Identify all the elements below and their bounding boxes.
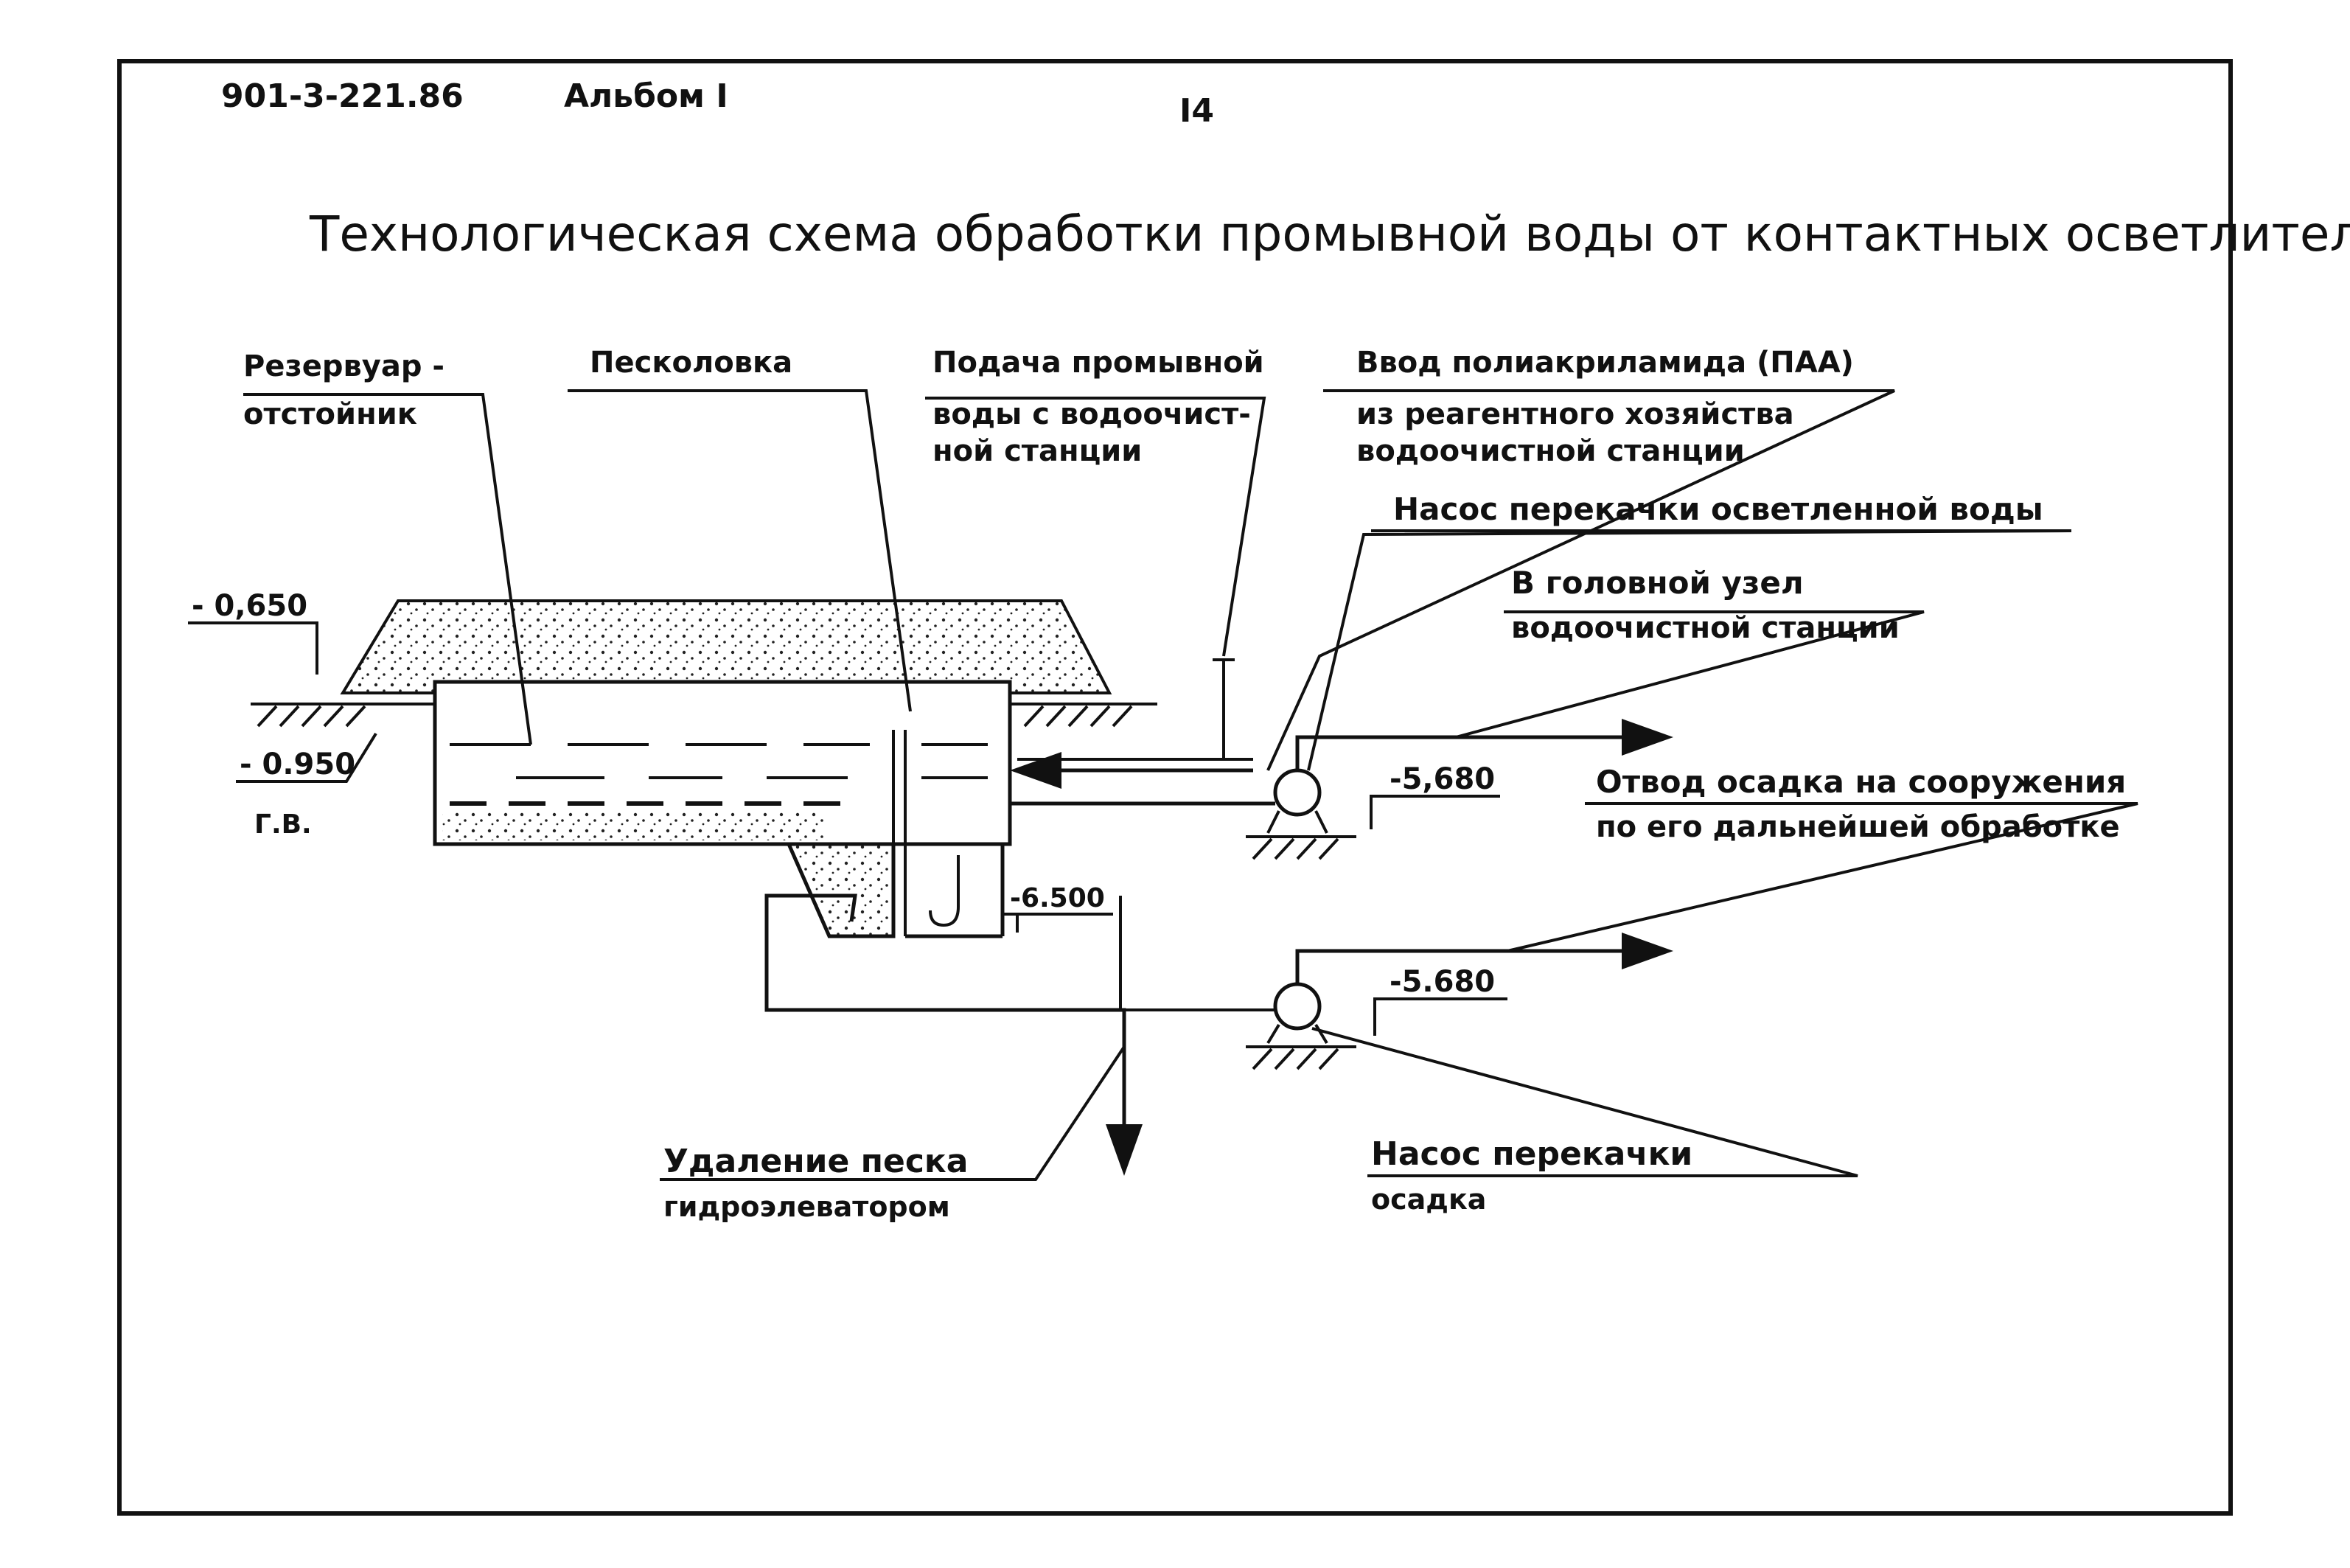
sand-trap-hopper — [786, 842, 896, 938]
doc-code: 901-3-221.86 — [221, 77, 464, 115]
elevation-marks — [188, 621, 1507, 1036]
elevation-clear-pump: -5,680 — [1390, 762, 1495, 796]
elevation-groundwater: - 0.950 — [240, 748, 355, 781]
head-label-1: В головной узел — [1511, 565, 1804, 601]
leader-lines — [243, 389, 2138, 1181]
feed-label-3: ной станции — [932, 434, 1142, 468]
reservoir-label-2: отстойник — [243, 397, 417, 431]
sludge-pump-label-1: Насос перекачки — [1371, 1135, 1692, 1173]
hydroelevator — [929, 855, 960, 927]
elevation-sludge-pump: -5.680 — [1390, 965, 1495, 999]
sand-removal-pipe — [764, 893, 1143, 1176]
page-frame — [117, 59, 2233, 1516]
paa-label-1: Ввод полиакриламида (ПАА) — [1356, 346, 1854, 380]
ground-hatch — [251, 703, 1157, 728]
clear-water-pump — [1273, 768, 1322, 817]
sand-trap-label: Песколовка — [590, 346, 792, 380]
sand-removal-label-2: гидроэлеватором — [663, 1191, 950, 1223]
sludge-out-pipe — [1295, 933, 1673, 984]
sludge-out-label-1: Отвод осадка на сооружения — [1596, 764, 2126, 800]
reservoir-label-1: Резервуар - — [243, 349, 444, 383]
head-label-2: водоочистной станции — [1511, 611, 1900, 645]
feed-label-1: Подача промывной — [932, 346, 1264, 380]
clear-pump-label: Насос перекачки осветленной воды — [1393, 491, 2043, 527]
page-number: I4 — [1179, 92, 1214, 130]
feed-label-2: воды с водоочист- — [932, 397, 1251, 431]
groundwater-label: Г.В. — [254, 809, 312, 840]
earth-embankment — [340, 599, 1112, 694]
paa-label-3: водоочистной станции — [1356, 434, 1745, 468]
sediment-dots — [442, 811, 826, 840]
album-label: Альбом I — [564, 77, 728, 115]
elevation-ground: - 0,650 — [192, 589, 307, 623]
sludge-pump-label-2: осадка — [1371, 1183, 1486, 1216]
to-head-unit-pipe — [1295, 719, 1673, 770]
elevation-sand-trap: -6.500 — [1010, 883, 1105, 913]
sludge-pump — [1273, 982, 1322, 1031]
page-title: Технологическая схема обработки промывно… — [309, 206, 2350, 262]
paa-label-2: из реагентного хозяйства — [1356, 397, 1794, 431]
water-level — [450, 743, 988, 779]
sludge-out-label-2: по его дальнейшей обработке — [1596, 810, 2120, 844]
sand-removal-label-1: Удаление песка — [663, 1143, 969, 1180]
